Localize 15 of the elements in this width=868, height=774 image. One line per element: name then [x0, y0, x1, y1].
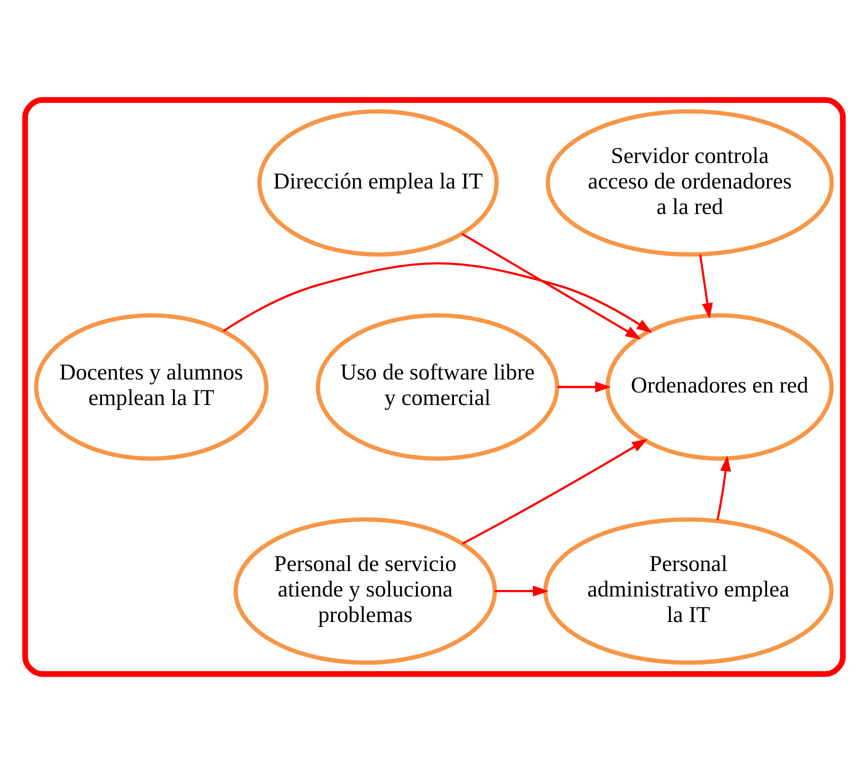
node-ellipse: Servidor controla acceso de ordenadores a la red — [546, 109, 834, 257]
node-ellipse: Uso de software libre y comercial — [316, 313, 560, 461]
node-ellipse: Personal administrativo emplea la IT — [543, 517, 834, 665]
node-ellipse: Personal de servicio atiende y soluciona problemas — [234, 517, 497, 665]
arrow — [462, 438, 648, 545]
node-ellipse: Docentes y alumnos emplean la IT — [34, 313, 268, 461]
arrow — [461, 232, 642, 340]
arrow — [699, 254, 713, 319]
arrow — [494, 586, 549, 597]
node-ellipse: Ordenadores en red — [606, 313, 834, 461]
cluster — [22, 97, 846, 677]
arrow — [222, 262, 652, 333]
node-ellipse: Dirección emplea la IT — [257, 109, 499, 257]
arrow — [558, 382, 611, 392]
arrow — [716, 456, 732, 521]
